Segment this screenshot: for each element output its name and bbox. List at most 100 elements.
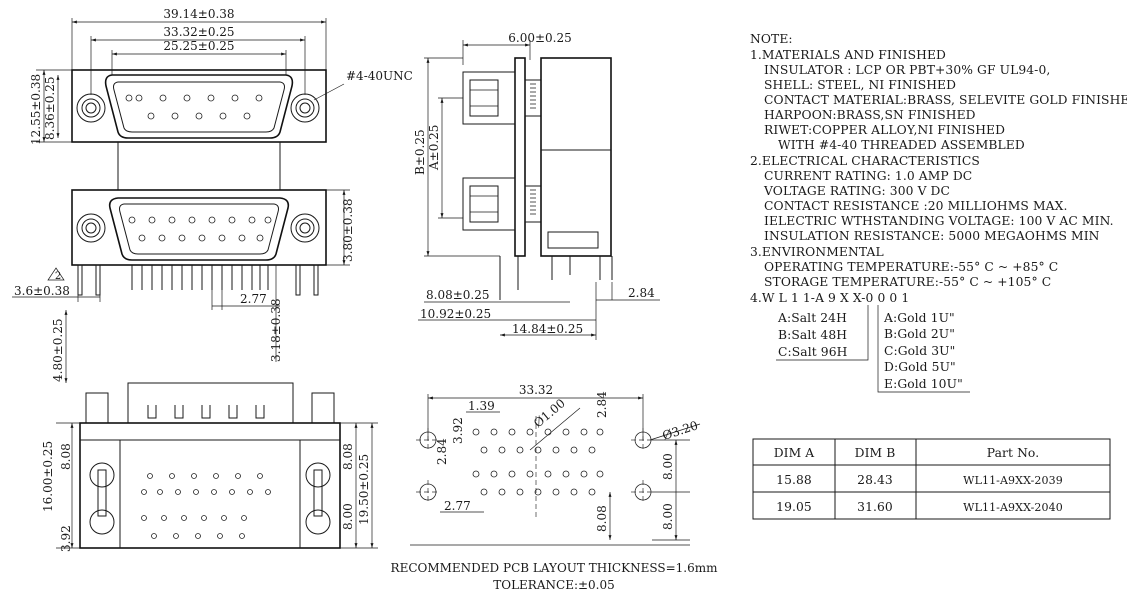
side-body [540,57,612,257]
note-line: RIWET:COPPER ALLOY,NI FINISHED [764,123,1005,137]
note-line: 3.ENVIRONMENTAL [750,245,884,259]
pcb-dim-width: 33.32 [519,383,553,397]
dim-b: B±0.25 [413,129,427,175]
notes-block: NOTE: 1.MATERIALS AND FINISHED INSULATOR… [750,32,1127,393]
front-view: 39.14±0.38 33.32±0.25 25.25±0.25 #4-40UN… [12,7,413,362]
lower-contact-pins [128,216,272,242]
gold-option: C:Gold 3U" [884,344,955,358]
datum-number: 2 [55,271,61,282]
salt-option: C:Salt 96H [778,345,848,359]
gold-option: B:Gold 2U" [884,327,955,341]
dim-2-84: 2.84 [628,286,655,300]
table-header: DIM A [774,446,815,460]
dim-side-depth: 6.00±0.25 [508,31,572,45]
bottom-body [79,422,341,549]
bottom-view: 4.80±0.25 16.00±0.25 8.08 3.92 8.08 8.00… [41,310,378,552]
table-header: DIM B [855,446,896,460]
pcb-caption: RECOMMENDED PCB LAYOUT THICKNESS=1.6mm [391,561,719,575]
dim-3-92-left: 3.92 [59,525,73,552]
note-line: HARPOON:BRASS,SN FINISHED [764,108,976,122]
note-line: STORAGE TEMPERATURE:-55° C ~ +105° C [764,275,1051,289]
pcb-hole-small: Ø1.00 [531,396,568,430]
note-line: SHELL: STEEL, NI FINISHED [764,78,956,92]
salt-option: B:Salt 48H [778,328,847,342]
note-line: CURRENT RATING: 1.0 AMP DC [764,169,972,183]
screw-lock-right-upper [290,93,320,123]
solder-leads [77,264,319,296]
note-line: 4.W L 1 1-A 9 X X-0 0 0 1 [750,291,909,305]
screw-lock-right-lower [290,213,320,243]
dim-a: A±0.25 [427,125,441,171]
pcb-mount-holes [416,428,655,504]
pcb-dim-3-92: 3.92 [451,417,465,444]
pcb-dim-2-84-right: 2.84 [595,391,609,418]
pcb-layout: 33.32 1.39 3.92 2.84 2.84 Ø1.00 Ø3.20 2.… [391,383,719,592]
pcb-pin-holes [472,428,604,496]
lower-shell-flange [71,189,327,266]
dim-pitch: 2.77 [240,292,267,306]
gold-option: A:Gold 1U" [883,311,955,325]
pcb-dim-8-08: 8.08 [595,505,609,532]
pcb-dim-1-39: 1.39 [468,399,495,413]
pcb-dim-2-84-left: 2.84 [435,438,449,465]
pcb-dim-8-00-a: 8.00 [661,453,675,480]
dim-10-92: 10.92±0.25 [420,307,491,321]
lower-d-sub-shell [108,197,290,261]
dim-screw-spacing: 33.32±0.25 [163,25,234,39]
table-cell: 19.05 [776,500,812,514]
dim-8-00-right: 8.00 [341,503,355,530]
table-cell: WL11-A9XX-2040 [963,501,1063,514]
dim-8-36: 8.36±0.25 [43,77,57,141]
note-line: 2.ELECTRICAL CHARACTERISTICS [750,154,980,168]
note-line: INSULATOR : LCP OR PBT+30% GF UL94-0, [764,63,1050,77]
gold-option: D:Gold 5U" [884,360,956,374]
table-cell: 28.43 [857,473,893,487]
dim-14-84: 14.84±0.25 [512,322,583,336]
dim-4-80: 4.80±0.25 [51,319,65,383]
bottom-pin-grid [141,473,271,539]
note-line: IELECTRIC WTHSTANDING VOLTAGE: 100 V AC … [764,214,1114,228]
notes-header: NOTE: [750,32,793,46]
note-line: CONTACT MATERIAL:BRASS, SELEVITE GOLD FI… [764,93,1127,107]
pcb-dim-2-77: 2.77 [444,499,471,513]
pcb-tolerance: TOLERANCE:±0.05 [493,578,615,592]
dim-8-08-right: 8.08 [341,443,355,470]
dim-shell-width: 25.25±0.25 [163,39,234,53]
pcb-dim-8-00-b: 8.00 [661,503,675,530]
upper-contact-pins [125,94,263,120]
screw-lock-left-lower [76,213,106,243]
note-line: OPERATING TEMPERATURE:-55° C ~ +85° C [764,260,1058,274]
part-table: DIM A DIM B Part No. 15.88 28.43 WL11-A9… [752,438,1111,520]
mounting-post-right [305,462,331,535]
mounting-post-left [89,462,115,535]
datum-triangle-icon [47,267,65,281]
note-line: 1.MATERIALS AND FINISHED [750,48,946,62]
note-line: CONTACT RESISTANCE :20 MILLIOHMS MAX. [764,199,1067,213]
upper-shell-flange [71,69,327,143]
dim-16-00: 16.00±0.25 [41,441,55,512]
dim-overall-width: 39.14±0.38 [163,7,234,21]
side-view: 6.00±0.25 B±0.25 A±0.25 8.08±0.25 10.92±… [413,31,660,340]
dim-8-08: 8.08±0.25 [426,288,490,302]
note-line: INSULATION RESISTANCE: 5000 MEGAOHMS MIN [764,229,1100,243]
table-cell: 31.60 [857,500,893,514]
note-line: WITH #4-40 THREADED ASSEMBLED [778,138,1025,152]
dim-19-50: 19.50±0.25 [357,454,371,525]
dim-3-6: 3.6±0.38 [14,284,70,298]
dim-3-18: 3.18±0.38 [269,299,283,363]
upper-d-sub-shell [104,74,294,139]
salt-option: A:Salt 24H [777,311,847,325]
table-cell: WL11-A9XX-2039 [963,474,1063,487]
note-line: VOLTAGE RATING: 300 V DC [763,184,950,198]
screw-lock-left-upper [76,93,106,123]
side-flange [514,57,526,257]
table-header: Part No. [987,446,1039,460]
dim-3-80: 3.80±0.38 [341,199,355,263]
dim-8-08-left: 8.08 [59,443,73,470]
dim-12-55: 12.55±0.38 [29,74,43,145]
thread-callout: #4-40UNC [346,69,413,83]
table-cell: 15.88 [776,473,812,487]
gold-option: E:Gold 10U" [884,377,963,391]
